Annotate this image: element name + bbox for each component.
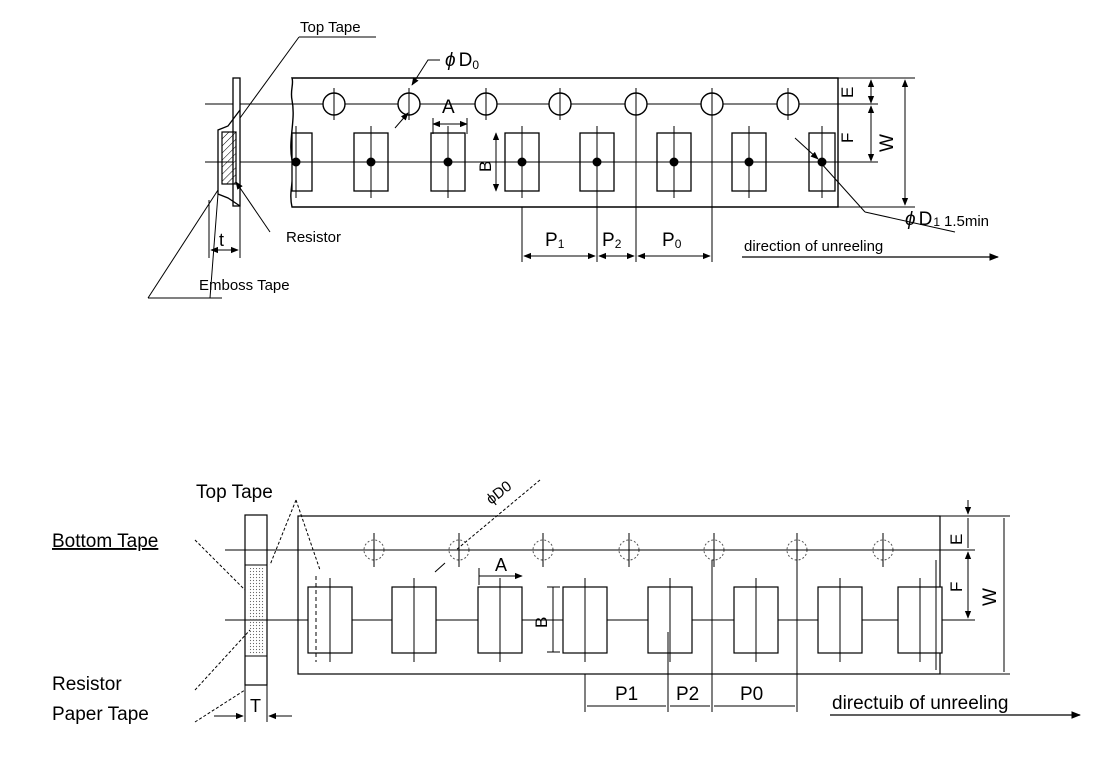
dim-p0-label-2: P0 [740,684,763,705]
paper-tape-diagram: T Top Tape Bottom Tape Resistor Paper Ta… [52,478,1081,725]
sprocket-hole-2 [361,533,387,567]
component-pocket [728,126,770,198]
emboss-side-view: t [208,77,241,258]
component-pocket [501,126,543,198]
component-pocket-2 [733,578,779,662]
sprocket-hole-2 [616,533,642,567]
component-pocket [805,126,839,198]
dim-a-label: A [442,97,455,118]
bottom-tape-label: Bottom Tape [52,531,158,552]
resistor-label-2: Resistor [52,674,122,695]
dim-p0-label: P0 [662,230,682,251]
sprocket-hole [548,88,572,120]
dim-e-label: E [838,87,857,98]
dim-e-label-2: E [947,534,966,545]
direction-label-2: directuib of unreeling [832,693,1008,714]
sprocket-hole-2 [784,533,810,567]
sprocket-hole-2 [701,533,727,567]
dim-f-label: F [838,133,857,143]
sprocket-hole-2 [446,533,472,567]
resistor-label: Resistor [286,229,341,246]
dim-w-label-2: W [980,588,1001,606]
dim-t2-label: T [250,696,261,716]
dim-a-label-2: A [495,555,507,575]
sprocket-hole-2 [870,533,896,567]
dim-w-label: W [877,134,898,152]
direction-label: direction of unreeling [744,238,883,255]
dim-p2-label-2: P2 [676,684,699,705]
sprocket-hole [474,88,498,120]
component-pocket-2 [562,578,608,662]
sprocket-hole [322,88,346,120]
component-pocket-2 [647,578,693,662]
dim-b-label: B [476,161,495,172]
resistor-dotted [248,568,264,654]
dim-p1-label-2: P1 [615,684,638,705]
component-pocket [427,126,469,198]
component-pocket [653,126,695,198]
top-tape-label-2: Top Tape [196,482,273,503]
sprocket-hole [776,88,800,120]
component-pocket-2 [391,578,437,662]
phi-d0-label-2: ϕD0 [483,478,515,508]
top-tape-label: Top Tape [300,19,361,36]
dim-p1-label: P1 [545,230,565,251]
component-pocket-2 [817,578,863,662]
emboss-tape-body [290,77,839,208]
paper-tape-label: Paper Tape [52,704,149,725]
resistor-hatched [221,131,237,185]
dim-b-label-2: B [532,617,551,628]
component-pocket-2 [307,576,353,662]
emboss-tape-label: Emboss Tape [199,277,290,294]
paper-side-view: T [214,514,292,722]
component-pocket-2 [477,578,523,662]
component-pocket [350,126,392,198]
component-pocket [288,126,316,198]
dim-f-label-2: F [947,582,966,592]
dim-t-label: t [219,230,224,250]
sprocket-hole-2 [530,533,556,567]
sprocket-hole [397,88,421,120]
component-pocket-2 [897,560,943,670]
dim-p2-label: P2 [602,230,622,251]
